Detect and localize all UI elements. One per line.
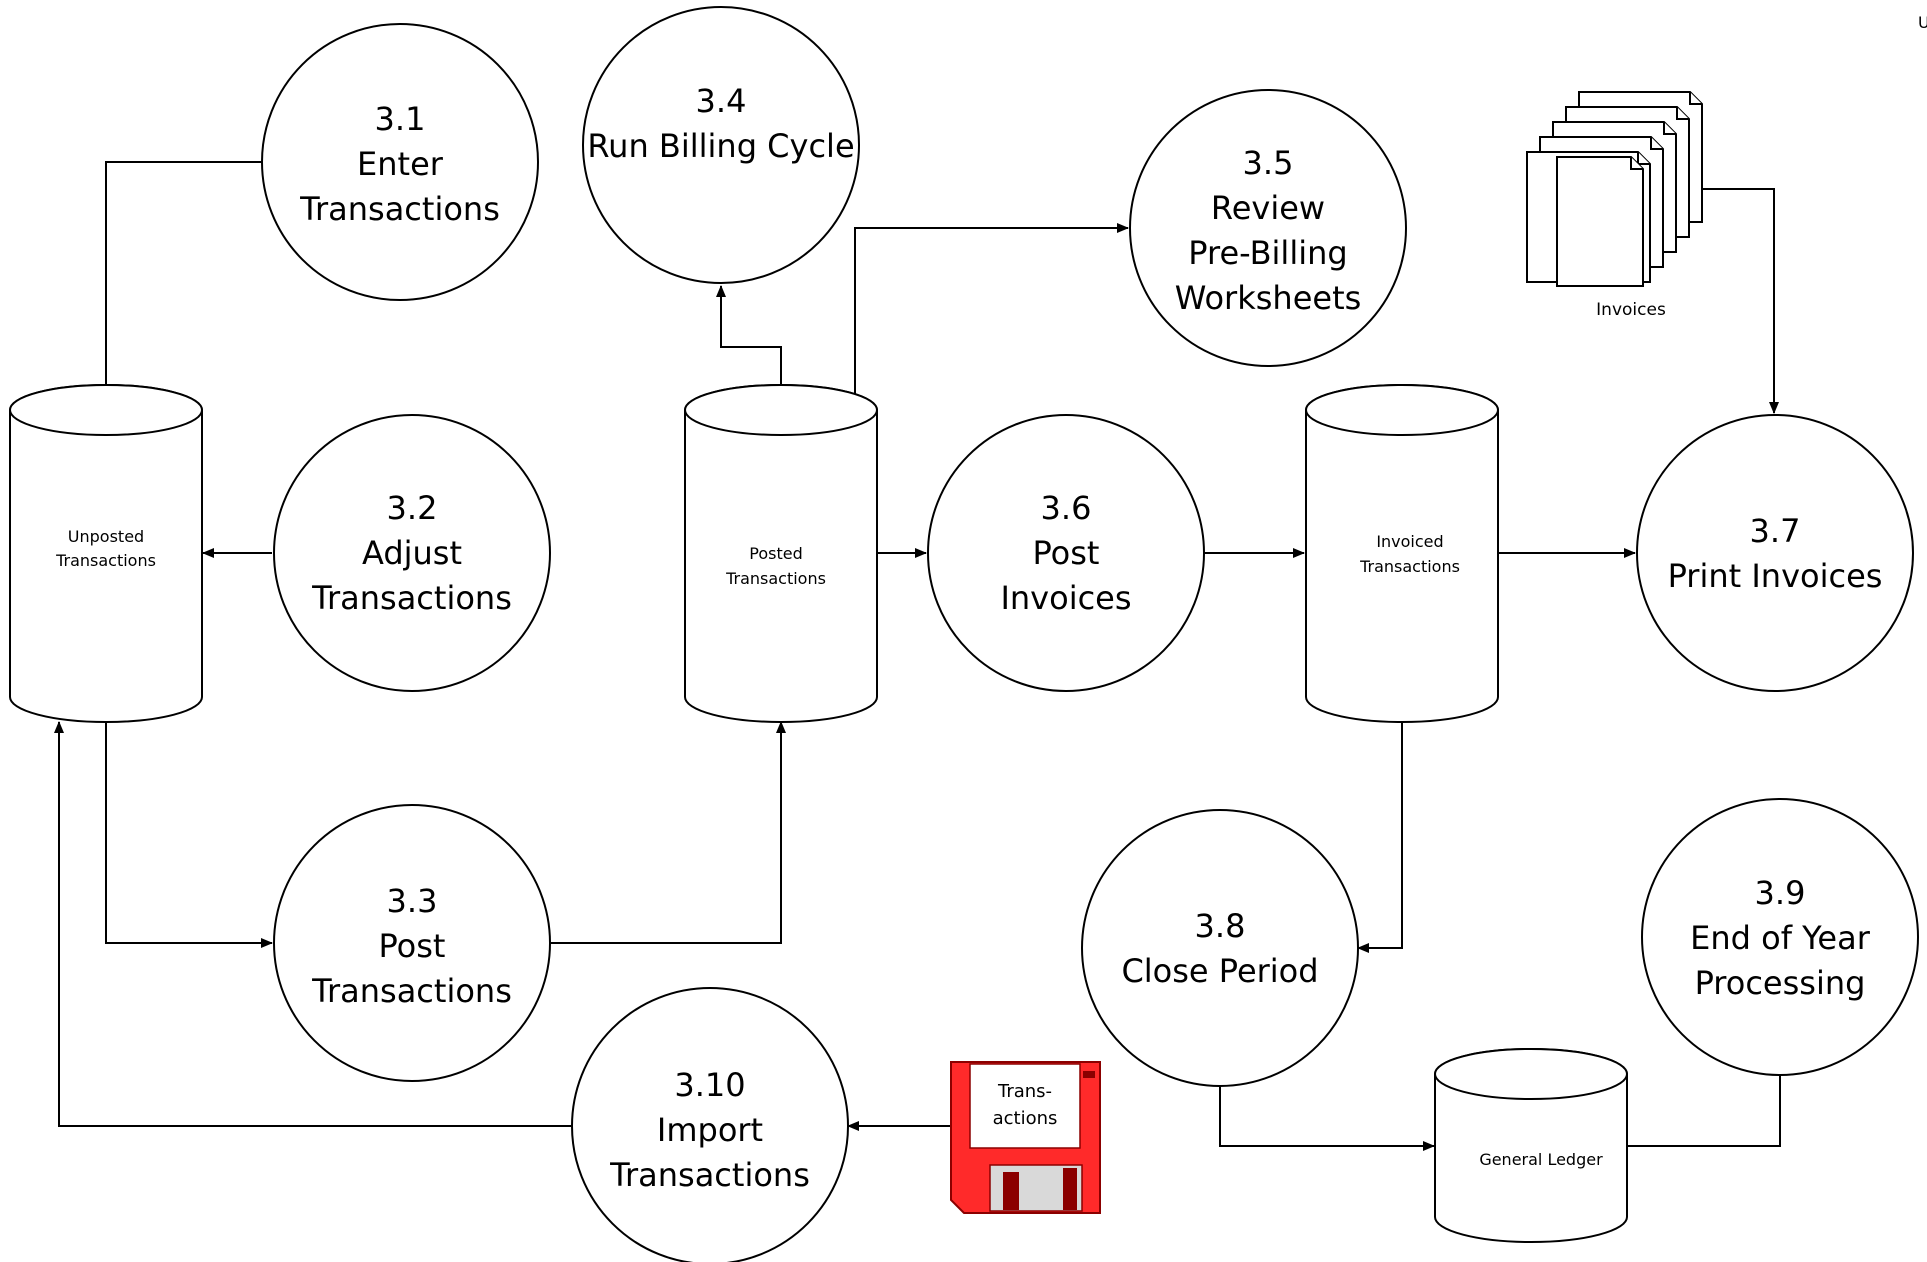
process-3-6[interactable]: 3.6 Post Invoices <box>927 414 1205 692</box>
flow-enter-to-unposted <box>101 161 262 411</box>
process-label: Transactions <box>609 1156 810 1194</box>
flow-invoiced-to-close <box>1357 722 1403 953</box>
process-label: Review <box>1211 189 1325 227</box>
store-label: Transactions <box>725 569 826 588</box>
disk-label: actions <box>993 1108 1058 1129</box>
process-number: 3.1 <box>375 100 426 138</box>
invoices-label: Invoices <box>1596 300 1666 320</box>
invoices-document-stack[interactable]: Invoices <box>1526 91 1703 320</box>
process-number: 3.10 <box>674 1066 745 1104</box>
process-label: Print Invoices <box>1668 557 1883 595</box>
process-number: 3.9 <box>1755 874 1806 912</box>
document-icon <box>1556 156 1644 287</box>
process-3-2[interactable]: 3.2 Adjust Transactions <box>273 414 551 692</box>
process-label: Pre-Billing <box>1188 234 1347 272</box>
flow-post-to-posted <box>551 721 786 944</box>
store-unposted-transactions[interactable]: Unposted Transactions <box>9 384 203 723</box>
process-label: Transactions <box>311 972 512 1010</box>
process-label: End of Year <box>1690 919 1871 957</box>
flow-year-end-ledger <box>1625 1076 1781 1147</box>
process-label: Worksheets <box>1175 279 1362 317</box>
process-number: 3.3 <box>387 882 438 920</box>
process-label: Close Period <box>1121 952 1318 990</box>
process-label: Processing <box>1695 964 1866 1002</box>
store-posted-transactions[interactable]: Posted Transactions <box>684 384 878 723</box>
process-number: 3.6 <box>1041 489 1092 527</box>
store-invoiced-transactions[interactable]: Invoiced Transactions <box>1305 384 1499 723</box>
process-label: Post <box>379 927 446 965</box>
process-label: Transactions <box>299 190 500 228</box>
flow-billing-posted <box>716 285 786 411</box>
process-3-8[interactable]: 3.8 Close Period <box>1081 809 1359 1087</box>
flows <box>54 161 1781 1151</box>
process-label: Post <box>1033 534 1100 572</box>
transactions-disk[interactable]: Trans- actions <box>950 1061 1101 1214</box>
flow-close-to-ledger <box>1219 1086 1435 1151</box>
store-label: Invoiced <box>1376 532 1443 551</box>
flow-import-to-unposted <box>54 721 571 1127</box>
store-label: Transactions <box>1359 557 1460 576</box>
store-label: Transactions <box>55 551 156 570</box>
corner-mark: U <box>1918 13 1927 32</box>
process-number: 3.8 <box>1195 907 1246 945</box>
flow-unposted-to-post <box>105 722 273 948</box>
process-3-5[interactable]: 3.5 Review Pre-Billing Worksheets <box>1129 89 1407 367</box>
flow-invoices-to-print <box>1702 188 1779 414</box>
process-label: Enter <box>357 145 444 183</box>
process-number: 3.4 <box>696 82 747 120</box>
process-3-1[interactable]: 3.1 Enter Transactions <box>261 23 539 301</box>
process-3-7[interactable]: 3.7 Print Invoices <box>1636 414 1914 692</box>
store-label: General Ledger <box>1479 1150 1603 1169</box>
floppy-disk-icon <box>950 1061 1101 1214</box>
process-3-4[interactable]: 3.4 Run Billing Cycle <box>582 6 860 284</box>
process-label: Transactions <box>311 579 512 617</box>
store-general-ledger[interactable]: General Ledger <box>1434 1048 1628 1243</box>
process-label: Invoices <box>1000 579 1131 617</box>
process-number: 3.7 <box>1750 512 1801 550</box>
store-label: Posted <box>749 544 802 563</box>
flow-posted-to-review <box>854 223 1129 395</box>
process-3-10[interactable]: 3.10 Import Transactions <box>571 987 849 1262</box>
process-3-9[interactable]: 3.9 End of Year Processing <box>1641 798 1919 1076</box>
process-label: Adjust <box>362 534 462 572</box>
process-label: Import <box>657 1111 763 1149</box>
store-label: Unposted <box>68 527 144 546</box>
process-label: Run Billing Cycle <box>587 127 854 165</box>
disk-label: Trans- <box>997 1081 1052 1102</box>
process-number: 3.5 <box>1243 144 1294 182</box>
process-3-3[interactable]: 3.3 Post Transactions <box>273 804 551 1082</box>
process-number: 3.2 <box>387 489 438 527</box>
